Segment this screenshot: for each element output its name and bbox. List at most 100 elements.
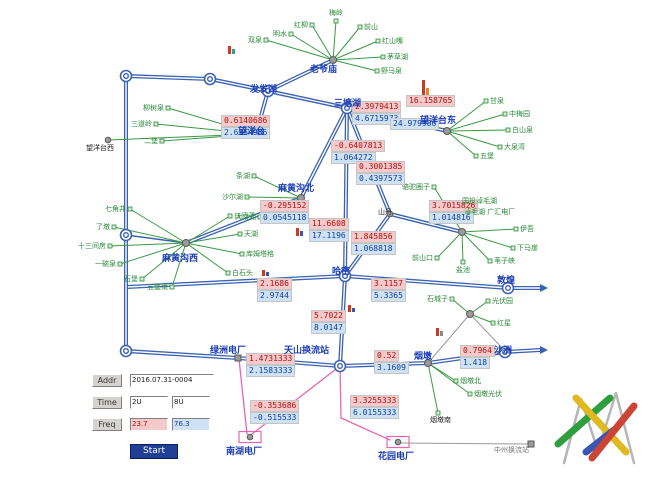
feeder-node[interactable] <box>357 24 363 30</box>
feeder-node[interactable] <box>449 296 455 302</box>
mini-bar <box>266 272 269 276</box>
station-label: 敦煌 <box>497 276 516 286</box>
feeder-line <box>332 20 337 61</box>
brand-logo-stroke <box>572 394 630 456</box>
spoke-label: 一碗泉 <box>95 260 116 268</box>
feeder-node[interactable] <box>139 276 145 282</box>
hub-node[interactable] <box>329 56 337 64</box>
feeder-line <box>427 362 439 414</box>
feeder-node[interactable] <box>502 111 508 117</box>
transmission-line-core <box>344 275 509 289</box>
spoke-label: 盐池 <box>456 266 470 274</box>
feeder-node[interactable] <box>251 173 257 179</box>
feeder-node[interactable] <box>127 206 133 212</box>
feeder-node[interactable] <box>497 144 503 150</box>
feeder-node[interactable] <box>239 251 245 257</box>
time-field-2[interactable]: 8U <box>172 396 210 409</box>
telemetry-value: 2.3979413 <box>352 101 402 113</box>
feeder-node[interactable] <box>107 243 113 249</box>
spoke-label: 库姆塔格 <box>246 250 274 258</box>
feeder-line <box>332 26 361 61</box>
feeder-node[interactable] <box>117 261 123 267</box>
brand-logo-stroke <box>588 402 638 462</box>
feeder-node[interactable] <box>165 105 171 111</box>
feeder-node[interactable] <box>263 37 269 43</box>
feeder-node[interactable] <box>309 22 315 28</box>
transmission-line-core <box>209 78 269 92</box>
feeder-line <box>461 231 464 263</box>
feeder-line <box>265 39 334 61</box>
feeder-node[interactable] <box>153 121 159 127</box>
hub-node[interactable] <box>443 127 451 135</box>
station-node-inner <box>122 348 129 355</box>
feeder-node[interactable] <box>453 378 459 384</box>
feeder-node[interactable] <box>490 320 496 326</box>
station-label: 望洋台西 <box>86 144 114 152</box>
feeder-node[interactable] <box>237 231 243 237</box>
feeder-line <box>109 242 187 247</box>
feeder-line <box>461 231 491 262</box>
feeder-line <box>446 113 506 132</box>
hub-node[interactable] <box>466 310 474 318</box>
spoke-label: 了墩 <box>96 223 110 231</box>
telemetry-value: 0.0545118 <box>260 212 310 224</box>
feeder-line <box>436 231 463 259</box>
plant-node[interactable] <box>246 433 254 441</box>
feeder-node[interactable] <box>467 391 473 397</box>
mini-bar <box>232 49 235 54</box>
feeder-node[interactable] <box>473 153 479 159</box>
addr-label: Addr <box>92 374 122 387</box>
hub-node[interactable] <box>458 228 466 236</box>
freq-label: Freq <box>92 418 122 431</box>
spoke-label: 甘泉 <box>490 97 504 105</box>
feeder-node[interactable] <box>169 284 175 290</box>
station-node-inner <box>505 285 512 292</box>
telemetry-value: 0.3001385 <box>356 161 406 173</box>
feeder-node[interactable] <box>431 184 437 190</box>
feeder-node[interactable] <box>510 245 516 251</box>
time-field-1[interactable]: 2U <box>130 396 168 409</box>
feeder-line <box>129 208 187 244</box>
hub-node[interactable] <box>424 359 432 367</box>
feeder-node[interactable] <box>225 270 231 276</box>
plant-node[interactable] <box>234 354 242 362</box>
plant-node[interactable] <box>104 136 112 144</box>
addr-field[interactable]: 2016.07.31-0004 <box>130 374 214 387</box>
feeder-node[interactable] <box>375 38 381 44</box>
telemetry-value: 0.4397573 <box>356 173 406 185</box>
transmission-line-core <box>126 275 346 288</box>
station-node-inner <box>122 231 129 238</box>
freq-field-2[interactable]: 76.3 <box>172 418 210 431</box>
transmission-line-core <box>267 90 348 109</box>
spoke-label: 苇子峡 <box>494 257 515 265</box>
feeder-node[interactable] <box>288 31 294 37</box>
feeder-line <box>311 24 334 61</box>
plant-node[interactable] <box>394 438 402 446</box>
feeder-node[interactable] <box>380 54 386 60</box>
feeder-node[interactable] <box>435 410 441 416</box>
feeder-node[interactable] <box>513 226 519 232</box>
feeder-node[interactable] <box>333 18 339 24</box>
feeder-node[interactable] <box>227 213 233 219</box>
feeder-node[interactable] <box>374 68 380 74</box>
feeder-node[interactable] <box>111 224 117 230</box>
feeder-node[interactable] <box>487 258 493 264</box>
plant-node[interactable] <box>527 440 535 448</box>
hub-node[interactable] <box>182 239 190 247</box>
feeder-node[interactable] <box>460 259 466 265</box>
start-button[interactable]: Start <box>130 444 178 459</box>
mini-bar <box>348 305 351 312</box>
plant-node[interactable] <box>386 210 394 218</box>
spoke-label: 红山嘴 <box>382 37 403 45</box>
feeder-node[interactable] <box>485 298 491 304</box>
feeder-node[interactable] <box>159 138 165 144</box>
feeder-node[interactable] <box>244 194 250 200</box>
spoke-label: 条湖 <box>236 172 250 180</box>
feeder-node[interactable] <box>434 255 440 261</box>
telemetry-value: 1.014816 <box>429 212 474 224</box>
feeder-node[interactable] <box>505 127 511 133</box>
feeder-node[interactable] <box>483 98 489 104</box>
freq-field-1[interactable]: 23.7 <box>130 418 168 431</box>
telemetry-value: -0.6407813 <box>331 140 386 152</box>
